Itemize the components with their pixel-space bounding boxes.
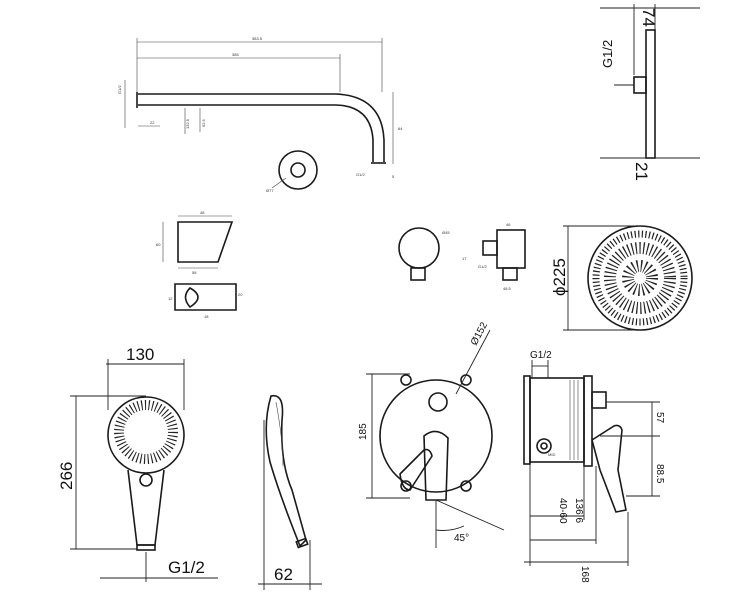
hand-shower-button	[139, 473, 153, 487]
arm-label-1: 385	[232, 52, 239, 57]
plate-angle-label: 45°	[454, 533, 469, 544]
arm-label-6: 64	[398, 126, 403, 131]
arm-label-9: G1/2	[356, 172, 365, 177]
hs-thread-label: G1/2	[168, 558, 205, 577]
plate-angle-ray	[435, 499, 505, 531]
plate-angle-arc	[435, 525, 465, 531]
head-wall-label: 21	[632, 162, 651, 181]
hand-shower-head	[107, 396, 185, 474]
valve-mid-label: MID	[548, 452, 555, 457]
arm-flange-inner	[290, 162, 306, 178]
plate-height-label: 185	[358, 423, 369, 440]
plate-outline	[379, 379, 493, 493]
rain-head-top-view: ϕ225	[550, 225, 693, 331]
elbow-front	[398, 227, 440, 269]
rain-head-nozzle-field	[592, 230, 688, 326]
elbow-label-4: 48.5	[503, 286, 512, 291]
wall-elbow-drawing: Ø45 17 46 G1/2 48.5	[398, 222, 526, 291]
head-depth-label: 74	[639, 8, 658, 27]
rain-head-outline	[587, 225, 693, 331]
concealed-valve-side: MID G1/2 57 88.5 40-60 136.6 168	[523, 350, 665, 583]
mixer-plate-front: 185 Ø152 45°	[358, 320, 505, 548]
arm-label-5: 62.5	[201, 118, 206, 127]
elbow-label-3: G1/2	[478, 264, 487, 269]
plate-dia-leader	[455, 329, 491, 395]
hs-side-label: 62	[274, 565, 293, 584]
elbow-label-2: 46	[506, 222, 511, 227]
holder-label-5: 18	[204, 314, 209, 319]
arm-label-2: G1/2	[117, 85, 122, 94]
hand-shower-nozzles	[114, 400, 178, 464]
holder-top	[174, 283, 237, 311]
elbow-outlet	[502, 267, 518, 281]
plate-corner-tl	[400, 374, 412, 386]
valve-136-label: 136.6	[573, 498, 584, 523]
head-side-view: 74 G1/2 21	[600, 4, 700, 181]
arm-label-8: Ø77	[266, 188, 274, 193]
hand-shower-side-nut	[295, 537, 309, 549]
arm-label-3: 22	[150, 120, 155, 125]
rain-head-nozzle-core	[622, 260, 658, 296]
hand-shower-front: 130 266 G1/2	[57, 345, 218, 582]
holder-cup	[184, 287, 199, 309]
wall-holder-drawing: 48 60 58 12 20 18	[156, 210, 243, 319]
hand-shower-side: 62	[258, 394, 322, 590]
hs-height-label: 266	[57, 462, 76, 490]
holder-label-1: 60	[156, 242, 161, 247]
valve-mount	[523, 375, 531, 465]
arm-label-7: 5	[392, 174, 395, 179]
valve-57-label: 57	[654, 412, 665, 424]
shower-arm-drawing: 383.5 385 G1/2 22 132.5 62.5 64 5 Ø77 G1…	[117, 36, 403, 193]
holder-label-0: 48	[200, 210, 205, 215]
rain-head-nozzle-ring	[604, 242, 676, 314]
holder-side	[177, 221, 234, 263]
head-thread-label: G1/2	[600, 40, 615, 68]
elbow-label-0: Ø45	[442, 230, 450, 235]
hand-shower-handle	[127, 469, 165, 546]
plate-lever-body	[423, 430, 449, 501]
elbow-front-outlet	[410, 267, 426, 281]
head-body	[645, 29, 656, 159]
arm-flange-leader	[271, 177, 287, 189]
hs-width-label: 130	[126, 345, 154, 364]
valve-cartridge	[591, 391, 607, 409]
elbow-body	[496, 229, 526, 269]
arm-flange-outer	[278, 150, 318, 190]
valve-port	[536, 438, 552, 454]
elbow-label-1: 17	[462, 256, 467, 261]
plate-corner-tr	[460, 374, 472, 386]
arm-outline	[138, 93, 385, 162]
valve-depth-label: 40-60	[557, 498, 568, 524]
valve-thread-label: G1/2	[530, 350, 552, 361]
hand-shower-side-outline	[265, 394, 307, 548]
plate-corner-br	[460, 480, 472, 492]
hand-shower-side-detail	[275, 401, 284, 467]
valve-port-inner	[540, 442, 548, 450]
valve-88-label: 88.5	[654, 464, 665, 484]
head-connector	[633, 76, 647, 94]
rain-head-dia-label: ϕ225	[550, 258, 569, 296]
valve-168-label: 168	[579, 566, 590, 583]
plate-diverter	[428, 392, 448, 412]
holder-label-3: 12	[168, 296, 173, 301]
plate-dia-label: Ø152	[469, 320, 490, 347]
elbow-inlet	[482, 240, 498, 256]
plate-lever-handle	[399, 448, 433, 491]
arm-label-4: 132.5	[185, 118, 190, 129]
plate-corner-bl	[400, 480, 412, 492]
valve-lever	[591, 424, 627, 513]
arm-label-0: 383.5	[252, 36, 263, 41]
holder-label-4: 20	[238, 292, 243, 297]
valve-plate	[583, 375, 593, 467]
holder-label-2: 58	[192, 270, 197, 275]
hand-shower-nut	[136, 544, 156, 551]
